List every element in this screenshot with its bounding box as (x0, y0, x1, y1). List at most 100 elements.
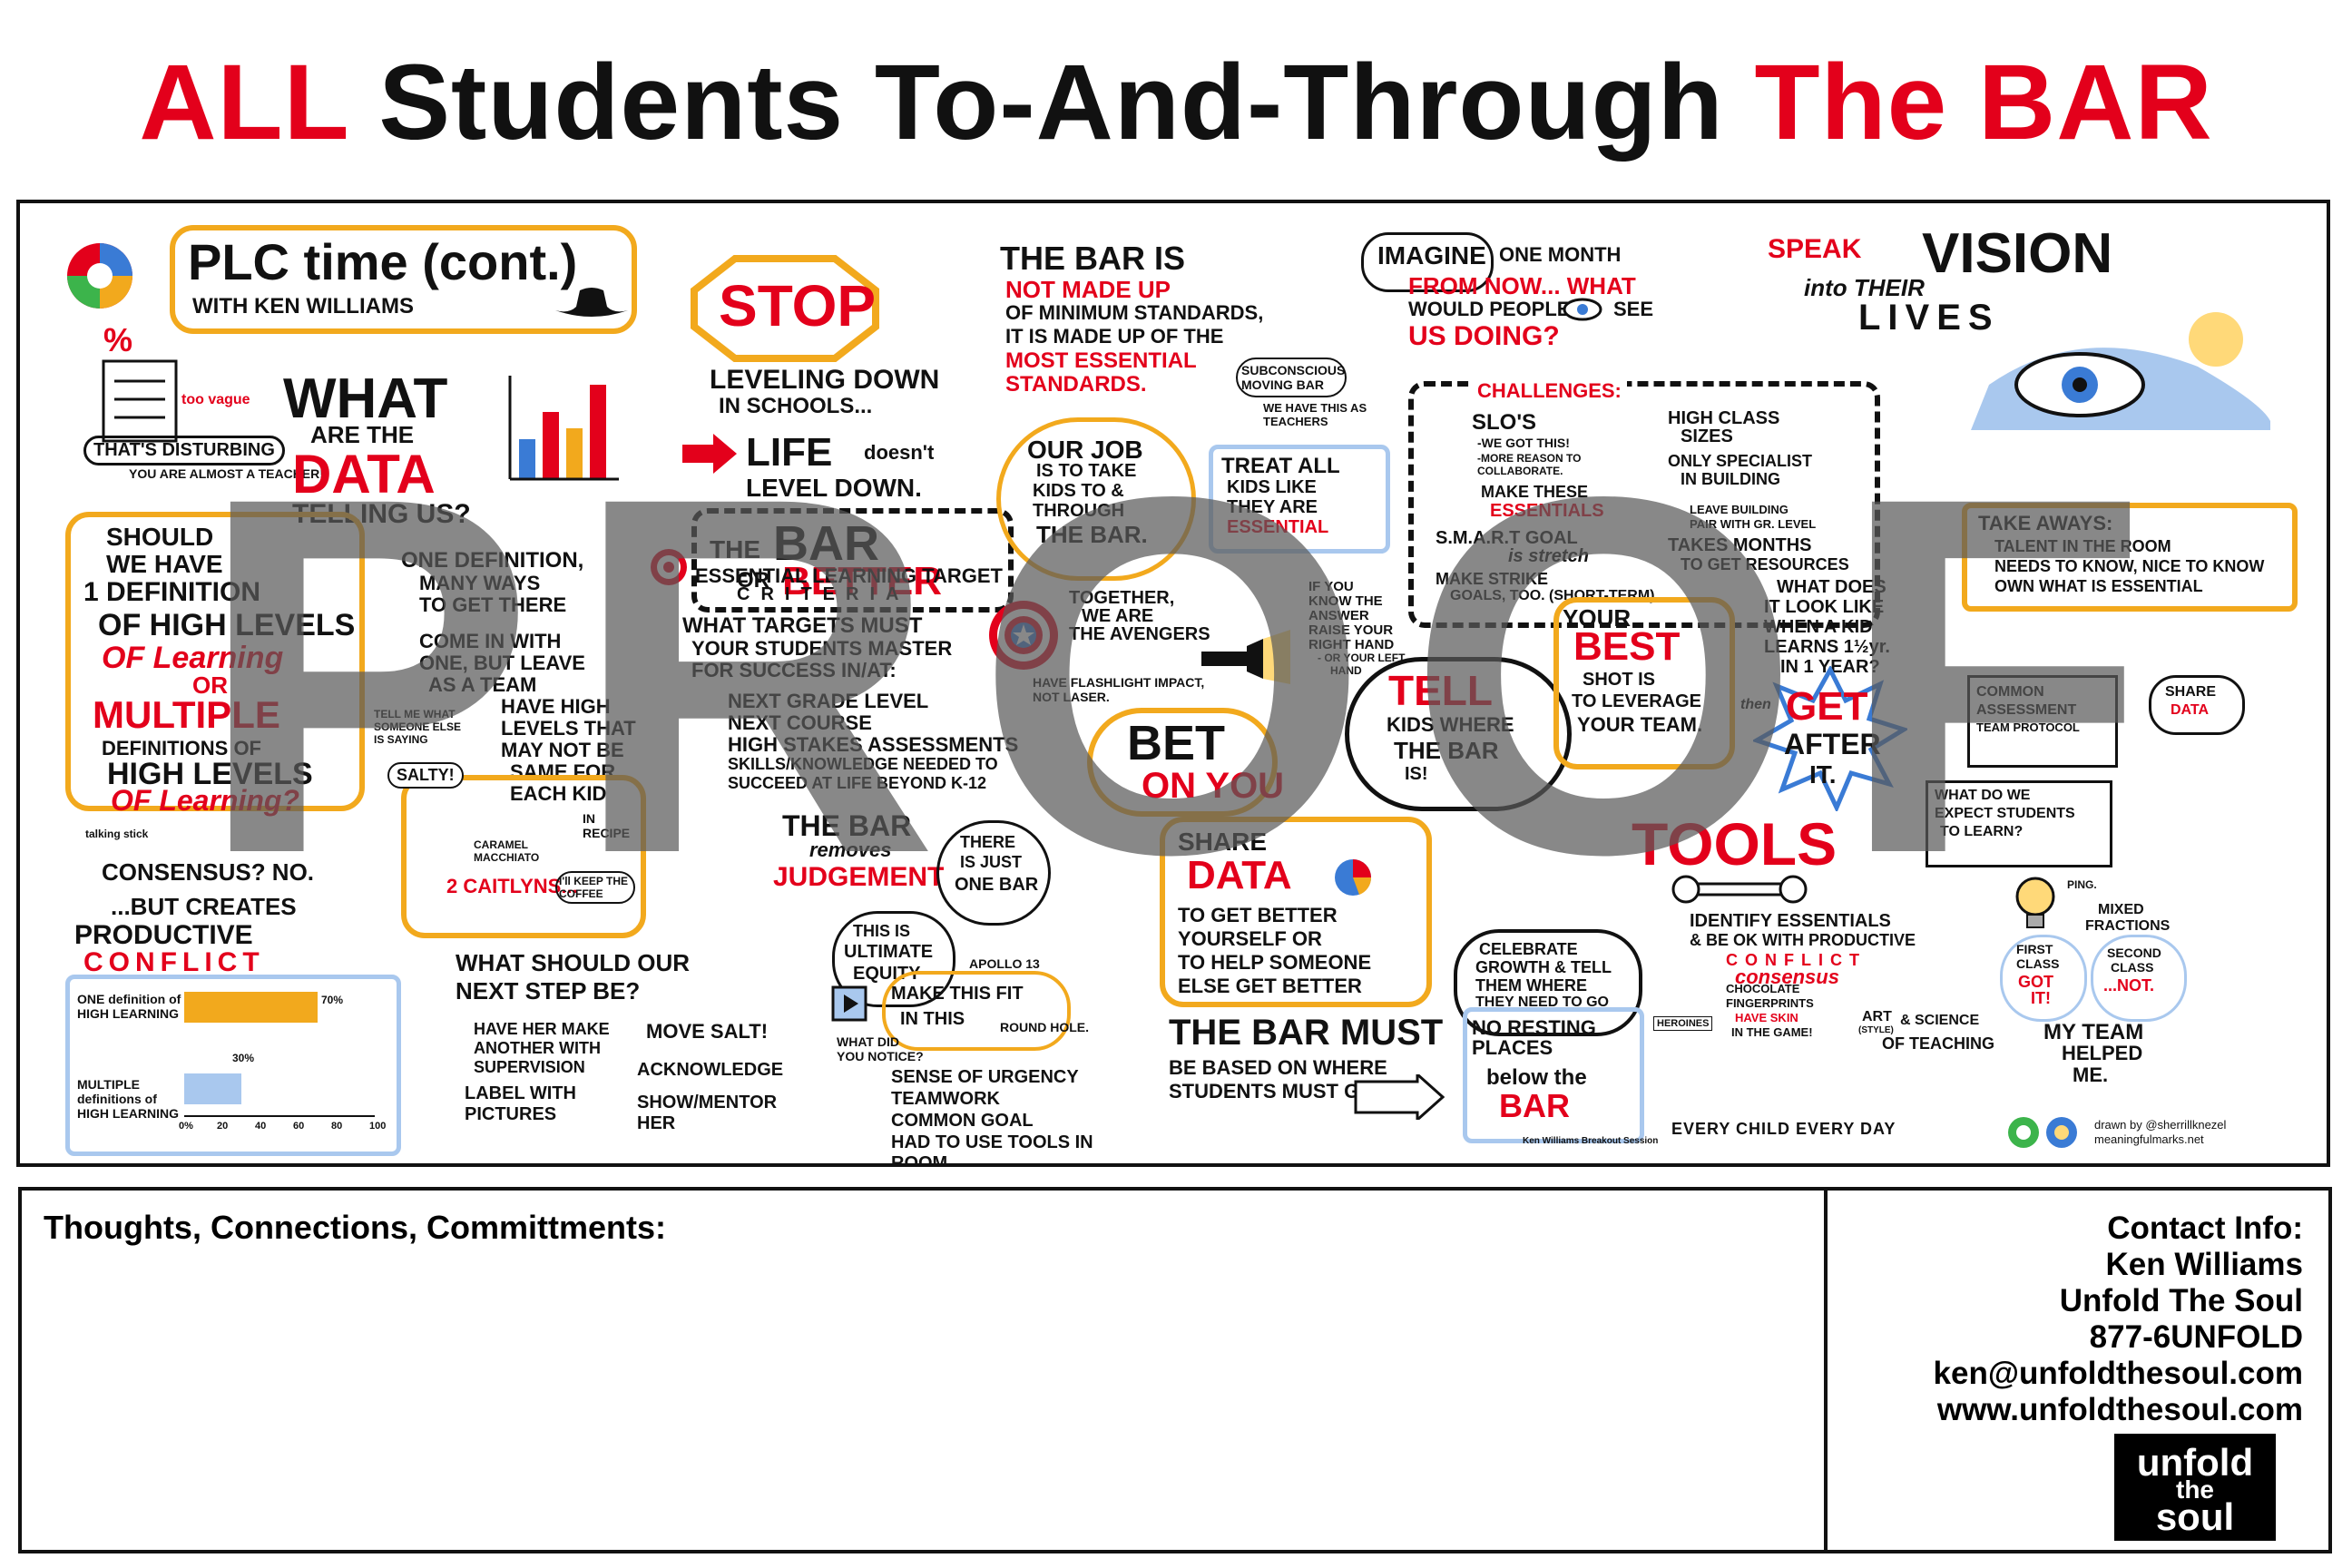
logo-word-3: soul (2155, 1495, 2235, 1538)
second-class-1: SECOND (2107, 946, 2161, 960)
celebrate-2: GROWTH & TELL (1475, 958, 1612, 976)
chocolate-3: HAVE SKIN (1735, 1011, 1798, 1024)
our-job-3: KIDS TO & (1033, 481, 1124, 501)
share-data-1: SHARE (1178, 828, 1268, 856)
contact-website[interactable]: www.unfoldthesoul.com (1936, 1392, 2303, 1427)
your-best-4: TO LEVERAGE (1572, 691, 1701, 711)
then-get-3: AFTER (1784, 728, 1881, 760)
treat-all-3: THEY ARE (1227, 497, 1318, 517)
pie-chart-icon (1335, 859, 1372, 896)
logo-word-1: unfold (2136, 1441, 2254, 1484)
should-7: MULTIPLE (93, 693, 280, 736)
no-resting-2: PLACES (1472, 1036, 1553, 1059)
art-2: (STYLE) (1858, 1025, 1894, 1035)
ch-left-6: S.M.A.R.T GOAL (1436, 528, 1578, 548)
we-have-this: WE HAVE THIS AS TEACHERS (1263, 401, 1367, 428)
challenges-box (1408, 381, 1880, 628)
ch-right-5: LEAVE BUILDING (1690, 503, 1788, 516)
contact-email[interactable]: ken@unfoldthesoul.com (1933, 1356, 2303, 1391)
sketchnote-poster: PLC time (cont.) WITH KEN WILLIAMS % too… (16, 200, 2330, 1167)
celebrate-bubble (1454, 929, 1642, 1036)
first-class-4: IT! (2031, 989, 2051, 1007)
should-6: OR (192, 671, 228, 699)
chart-label-one: ONE definition of HIGH LEARNING (77, 992, 181, 1021)
tell-kids-bubble (1345, 657, 1572, 811)
first-class-3: GOT (2018, 973, 2053, 991)
what-does-4: LEARNS 1½yr. (1764, 637, 1890, 657)
common-3: TEAM PROTOCOL (1976, 720, 2080, 734)
speak: SPEAK (1768, 234, 1862, 264)
flashlight: HAVE FLASHLIGHT IMPACT, NOT LASER. (1033, 675, 1205, 704)
if-you-4: RAISE YOUR (1308, 622, 1394, 638)
too-vague: too vague (181, 392, 250, 407)
your-best-3: SHOT IS (1583, 670, 1656, 690)
ch-left-5: ESSENTIALS (1490, 501, 1604, 521)
checklist-icon (102, 359, 178, 443)
share-data-box (1160, 817, 1432, 1007)
sun-eye-icon (1971, 312, 2270, 430)
ch-left-8: MAKE STRIKE (1436, 570, 1549, 588)
bet-2: ON YOU (1142, 766, 1285, 806)
have-high-1: HAVE HIGH (501, 695, 611, 718)
bar-removes-1: THE BAR (782, 809, 912, 842)
what-do-we-3: TO LEARN? (1940, 824, 2024, 839)
what-targets-3: FOR SUCCESS IN/AT: (691, 659, 897, 681)
proof-watermark: PROOF (196, 391, 2185, 959)
bar-is-2: NOT MADE UP (1005, 276, 1171, 303)
burst-shape (1753, 666, 1907, 811)
my-team-2: HELPED (2062, 1042, 2143, 1064)
next-step-4: ACKNOWLEDGE (637, 1060, 784, 1080)
what-targets-1: WHAT TARGETS MUST (682, 613, 923, 638)
elt-2: CRITERIA (737, 584, 910, 604)
imagine-3: FROM NOW... WHAT (1408, 272, 1636, 299)
plc-title-box (170, 225, 637, 334)
our-job-4: THROUGH (1033, 501, 1125, 521)
logo-word-2: the (2176, 1475, 2214, 1504)
have-high-5: EACH KID (510, 782, 607, 805)
share-data-3: TO GET BETTER (1178, 904, 1338, 926)
ch-right-6: PAIR WITH GR. LEVEL (1690, 517, 1817, 531)
title-the-bar: The BAR (1754, 43, 2213, 162)
art-1: ART (1862, 1009, 1892, 1024)
takeaways-box (1962, 503, 2298, 612)
chart-tick-label: 20 (217, 1121, 229, 1132)
what-notice: WHAT DID YOU NOTICE? (837, 1034, 924, 1063)
imagine-5: SEE (1613, 298, 1654, 320)
if-you-5: RIGHT HAND (1308, 637, 1395, 652)
art-4: OF TEACHING (1882, 1034, 1994, 1053)
should-5: OF Learning (102, 641, 284, 675)
your-best-1: YOUR (1563, 604, 1632, 632)
our-job-2: IS TO TAKE (1036, 461, 1137, 481)
every-child: EVERY CHILD EVERY DAY (1671, 1120, 1896, 1138)
thats-disturbing: THAT'S DISTURBING (83, 436, 285, 466)
caramel: CARAMEL MACCHIATO (474, 838, 540, 864)
into-their: into THEIR (1804, 274, 1925, 301)
elt-1: ESSENTIAL LEARNING TARGET (695, 564, 1003, 587)
one-definition-1: ONE DEFINITION, (401, 548, 584, 573)
notice-1: SENSE OF URGENCY (891, 1067, 1079, 1087)
chocolate-2: FINGERPRINTS (1726, 996, 1814, 1010)
second-class-3: ...NOT. (2103, 976, 2155, 995)
tell-kids-3: THE BAR (1394, 737, 1499, 764)
what-does-1: WHAT DOES (1777, 577, 1886, 597)
plc-with: WITH KEN WILLIAMS (192, 294, 414, 318)
subconscious: SUBCONSCIOUS MOVING BAR (1236, 358, 1347, 397)
conflict: CONFLICT (83, 947, 265, 977)
ping: PING. (2067, 878, 2097, 891)
what-do-we-1: WHAT DO WE (1935, 788, 2031, 803)
drawn-by-2: meaningfulmarks.net (2094, 1132, 2204, 1146)
what-data-2: ARE THE (310, 421, 415, 448)
salty-bubble: SALTY! (387, 762, 464, 789)
bar-or-better-box (691, 508, 1014, 612)
no-resting-3: below the (1486, 1065, 1587, 1090)
come-in-1: COME IN WITH (419, 630, 562, 652)
chart-value-multiple: 30% (232, 1052, 255, 1064)
bar-or-better-1: THE (710, 535, 760, 564)
bet-box (1087, 708, 1278, 817)
then-get-4: IT. (1809, 760, 1837, 789)
what-data-1: WHAT (283, 368, 448, 430)
one-bar-2: IS JUST (960, 853, 1023, 871)
bar-is-3: OF MINIMUM STANDARDS, (1005, 301, 1264, 324)
notes-section: Thoughts, Connections, Committments: Con… (18, 1187, 2332, 1553)
bar-removes-2: removes (809, 838, 892, 861)
